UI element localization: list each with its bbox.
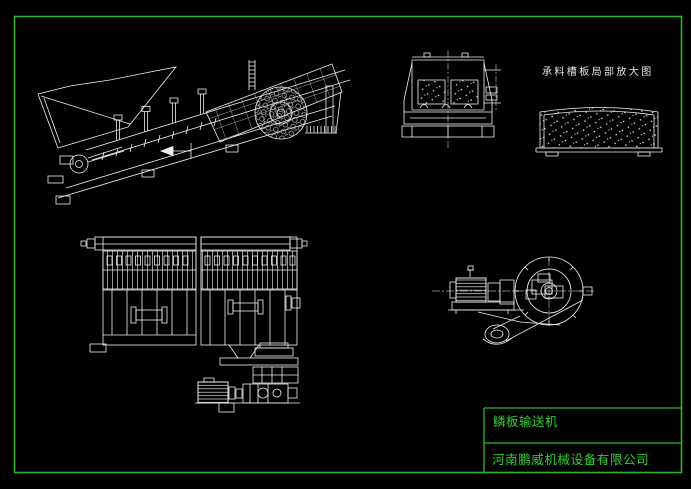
drive-unit-view [432, 256, 594, 345]
conveyor-side-view [37, 60, 351, 205]
title-block-drawing-title: 鳞板输送机 [493, 414, 559, 429]
drawing-border [13, 15, 683, 474]
trough-cross-section-view [401, 50, 501, 148]
trough-plate-detail-view [535, 107, 663, 157]
title-block-company-name: 河南鹏威机械设备有限公司 [492, 452, 650, 467]
conveyor-plan-view [80, 236, 308, 413]
detail-view-label: 承料槽板局部放大图 [542, 67, 654, 78]
title-block [483, 407, 682, 473]
